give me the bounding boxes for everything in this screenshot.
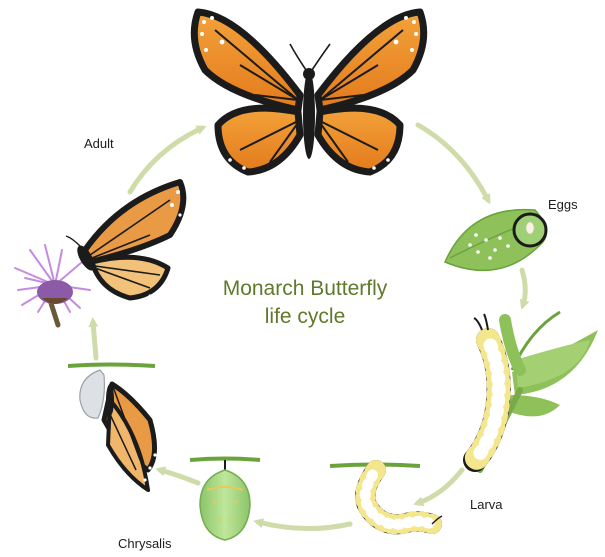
stage-label-larva: Larva xyxy=(470,497,503,512)
eggs-on-leaf-icon xyxy=(445,210,546,271)
chrysalis-icon xyxy=(190,459,260,541)
arrow-adult-to-eggs xyxy=(418,125,488,200)
arrow-larva-to-hanging xyxy=(418,470,462,503)
arrow-hanging-to-chrysalis xyxy=(258,522,350,529)
title-line-2: life cycle xyxy=(205,303,405,331)
diagram-title: Monarch Butterfly life cycle xyxy=(205,275,405,331)
stage-label-eggs: Eggs xyxy=(548,197,578,212)
caterpillar-icon xyxy=(474,312,598,470)
emerging-butterfly-icon xyxy=(68,365,157,491)
stage-label-adult: Adult xyxy=(84,136,114,151)
arrow-eggs-to-larva xyxy=(522,270,525,305)
arrow-emerging-to-flower xyxy=(93,322,96,358)
monarch-butterfly-icon xyxy=(194,12,423,172)
hanging-caterpillar-icon xyxy=(330,465,442,525)
butterfly-on-flower-icon xyxy=(15,182,183,325)
title-line-1: Monarch Butterfly xyxy=(205,275,405,303)
arrow-flower-to-adult xyxy=(130,128,202,192)
arrow-chrysalis-to-emerging xyxy=(160,470,198,483)
stage-label-chrysalis: Chrysalis xyxy=(118,536,171,551)
